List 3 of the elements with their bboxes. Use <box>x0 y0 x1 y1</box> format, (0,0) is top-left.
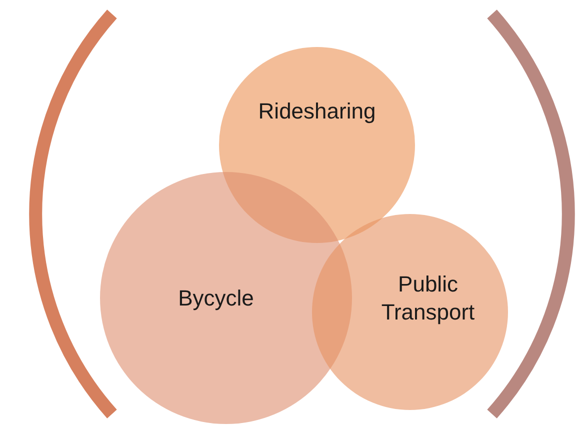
circle-label: Bycycle <box>177 284 255 312</box>
circle-label: Public Transport <box>380 270 476 326</box>
circle-label: Ridesharing <box>257 97 377 125</box>
